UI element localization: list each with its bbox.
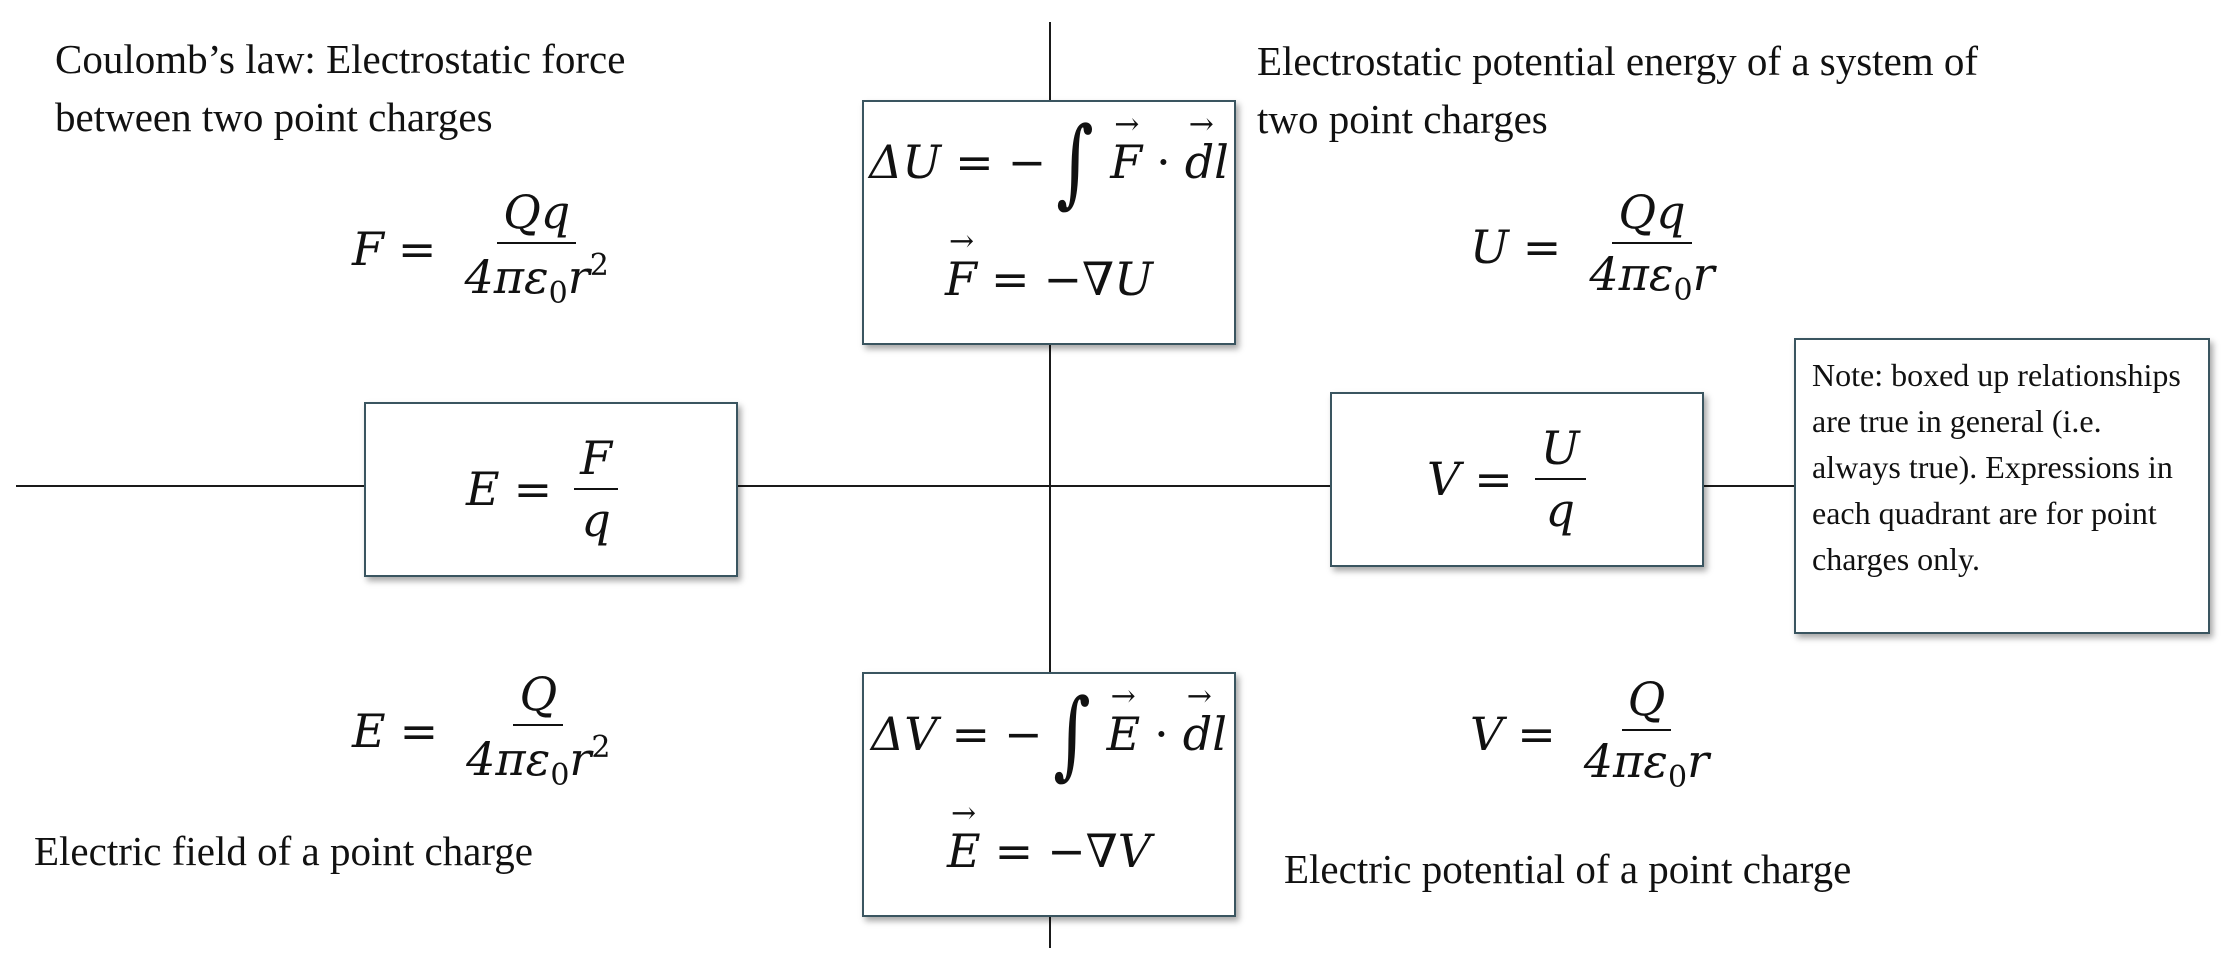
caption-electric-field: Electric field of a point charge [34,828,533,874]
negative-gradient-u: −∇U [1043,252,1153,306]
minus-sign: − [1007,135,1047,189]
denominator: q [581,493,611,548]
field-vector: E [1107,679,1141,761]
equals-sign: = [1517,707,1556,762]
note-box: Note: boxed up relationships are true in… [1794,338,2210,634]
integral-sign: ∫ [1052,678,1091,790]
denominator: 4πε [466,732,551,787]
caption-coulombs-law: Coulomb’s law: Electrostatic force betwe… [55,36,626,140]
fraction: Qq 4πε0r2 [464,185,609,312]
equals-sign: = [1474,452,1513,507]
delta-u-integral: ΔU = − ∫ F · dl [864,106,1234,218]
equals-sign: = [951,707,991,761]
eq-lhs: F [352,221,384,276]
denominator: q [1545,483,1575,538]
minus-sign: − [1004,707,1043,761]
equals-sign: = [513,462,553,517]
numerator: Qq [503,185,571,239]
integral-sign: ∫ [1056,106,1094,218]
point-potential-equation: V= Q 4πε0r [1470,675,1723,794]
eq-lhs: E [466,462,500,517]
potential-definition-equation: V= U q [1427,424,1594,535]
fraction: U q [1534,421,1586,538]
potential-field-box: ΔV = − ∫ E · dl E = −∇V [862,672,1236,917]
horizontal-axis [16,485,1796,487]
denominator: 4πε [1589,247,1674,302]
force-gradient: F = −∇U [864,224,1234,306]
denominator: 4πε [1583,734,1668,789]
dot-product: · [1154,707,1169,761]
numerator: Qq [1618,185,1686,239]
eq-lhs: V [1470,707,1504,762]
potential-energy-equation: U= Qq 4πε0r [1470,188,1729,307]
field-definition-equation: E= F q [466,434,626,545]
numerator: F [580,431,613,485]
eq-lhs: E [352,703,386,758]
fraction: Q 4πε0r [1583,672,1710,796]
equals-sign: = [955,135,994,189]
equals-sign: = [397,221,437,276]
fraction: Qq 4πε0r [1589,185,1715,309]
caption-electric-potential: Electric potential of a point charge [1284,846,1852,892]
eq-lhs: V [1427,452,1461,507]
field-vector: E [947,796,981,878]
dot-product: · [1156,135,1171,189]
fraction: Q 4πε0r2 [466,667,611,794]
caption-potential-energy: Electrostatic potential energy of a syst… [1257,38,1979,142]
equals-sign: = [1522,220,1562,275]
energy-force-box: ΔU = − ∫ F · dl F = −∇U [862,100,1236,345]
delta-u: ΔU [869,135,942,189]
line-element-vector: dl [1183,679,1227,761]
fraction: F q [574,431,619,548]
delta-v-integral: ΔV = − ∫ E · dl [864,678,1234,790]
numerator: Q [1627,672,1666,726]
delta-v: ΔV [871,707,938,761]
denominator: 4πε [464,250,549,305]
potential-definition-box: V= U q [1330,392,1704,567]
force-vector: F [945,224,977,306]
negative-gradient-v: −∇V [1047,824,1152,878]
eq-lhs: U [1470,220,1509,275]
numerator: Q [519,667,558,721]
equals-sign: = [399,703,439,758]
field-gradient: E = −∇V [864,796,1234,878]
field-definition-box: E= F q [364,402,738,577]
point-field-equation: E= Q 4πε0r2 [352,670,625,792]
force-vector: F [1110,107,1142,189]
note-text: Note: boxed up relationships are true in… [1812,357,2181,577]
line-element-vector: dl [1185,107,1229,189]
numerator: U [1540,421,1580,475]
equals-sign: = [994,824,1034,878]
coulomb-equation: F= Qq 4πε0r2 [352,188,623,310]
equals-sign: = [990,252,1030,306]
